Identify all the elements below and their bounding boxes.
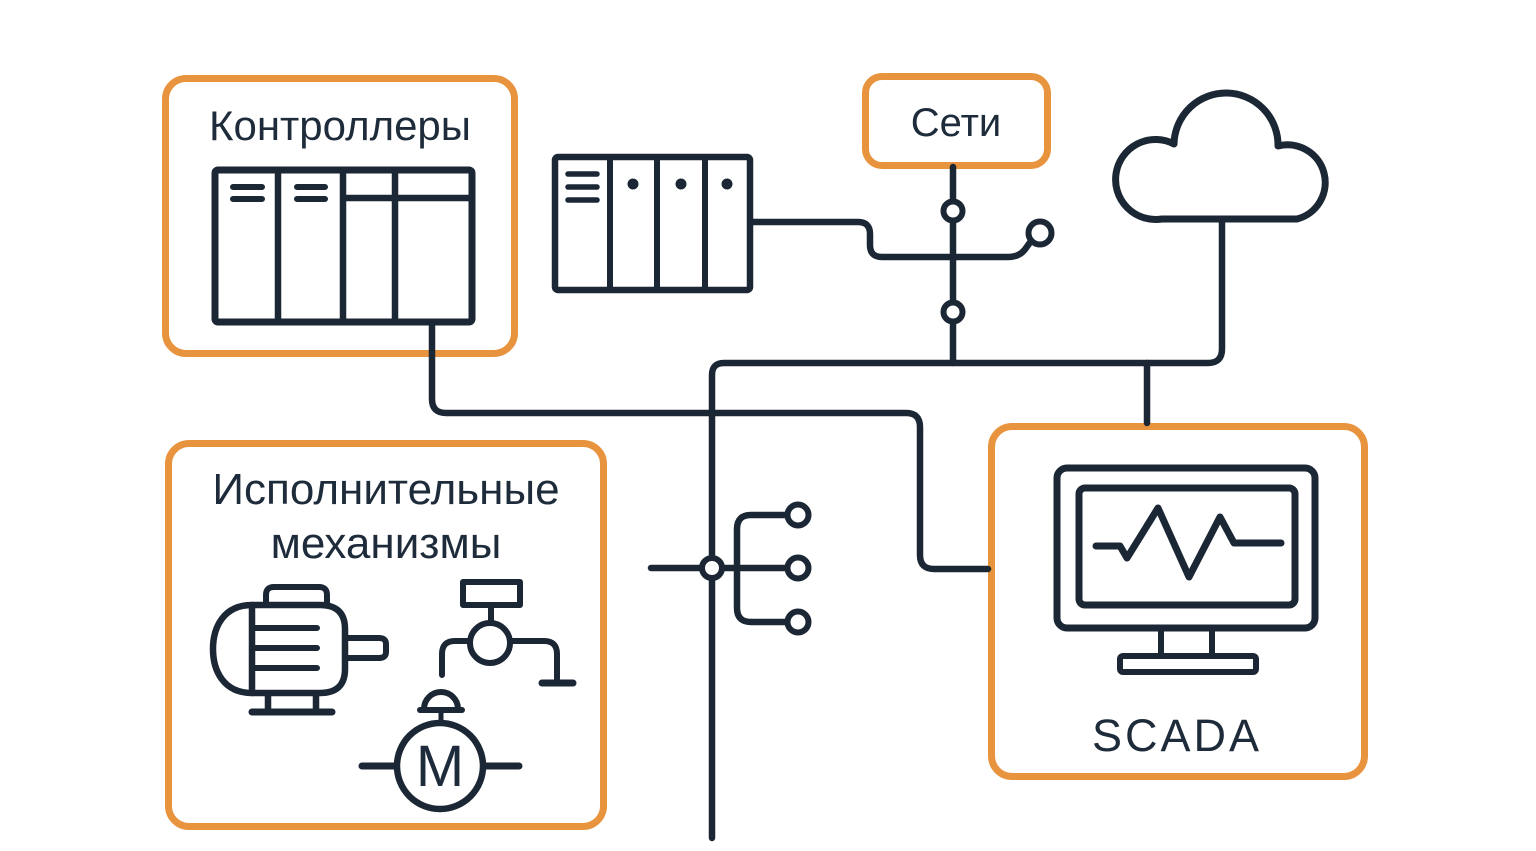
controllers-box xyxy=(162,75,518,357)
actuators-label-line1: Исполнительные xyxy=(212,465,560,514)
networks-box xyxy=(862,73,1051,169)
scada-label: SCADA xyxy=(1091,710,1263,761)
cable-end-connector-icon xyxy=(1025,218,1055,248)
cloud-icon xyxy=(1112,89,1329,223)
junction-node-icon xyxy=(699,555,725,581)
actuators-box xyxy=(165,440,607,830)
network-node-icon xyxy=(940,198,966,224)
actuators-label-line2: механизмы xyxy=(270,519,502,568)
io-point-icon xyxy=(784,501,812,529)
plc-to-connector-cable xyxy=(746,218,1035,261)
controllers-label: Контроллеры xyxy=(209,102,471,149)
plc-modules-icon xyxy=(551,153,754,294)
io-point-icon xyxy=(784,554,812,582)
actuators-label: Исполнительные механизмы xyxy=(212,463,559,571)
io-point-icon xyxy=(784,608,812,636)
network-node-icon xyxy=(940,299,966,325)
field-bracket-line xyxy=(733,511,792,626)
networks-label: Сети xyxy=(910,101,1002,145)
